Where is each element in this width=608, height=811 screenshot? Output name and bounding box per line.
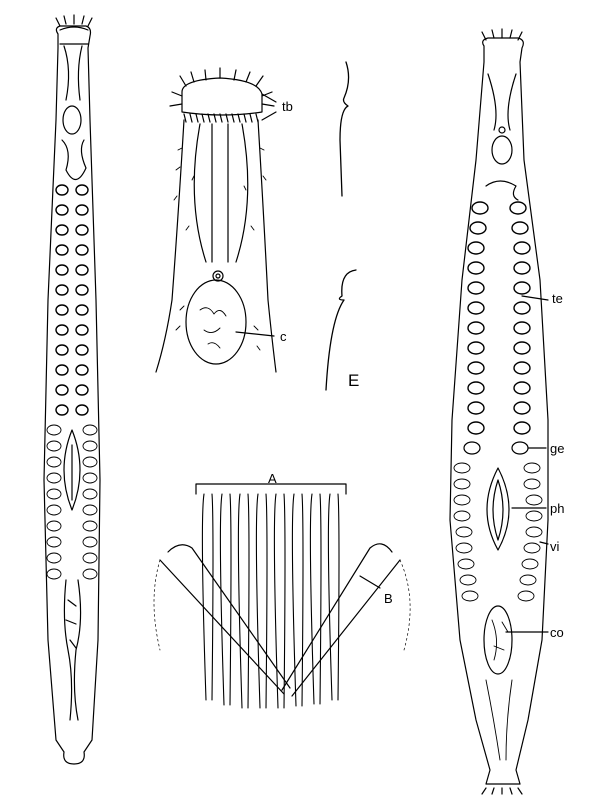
right-testes bbox=[467, 201, 531, 435]
right-body-figure bbox=[449, 28, 549, 795]
right-germarium-right bbox=[511, 441, 529, 455]
label-A: A bbox=[268, 471, 277, 486]
head-body-outline bbox=[155, 119, 277, 373]
right-pharynx bbox=[486, 467, 510, 551]
bracket-A bbox=[195, 483, 347, 495]
B-pointer bbox=[359, 575, 381, 589]
label-co: co bbox=[550, 625, 564, 640]
left-testes bbox=[55, 184, 89, 416]
label-ph: ph bbox=[550, 501, 565, 516]
c-pointer bbox=[235, 331, 275, 337]
head-cap bbox=[181, 77, 263, 116]
right-vitellaria bbox=[453, 462, 543, 602]
label-B: B bbox=[384, 591, 393, 606]
right-germarium-left bbox=[463, 441, 481, 455]
tb-pointer bbox=[261, 93, 277, 121]
spine-bundle bbox=[153, 483, 411, 709]
left-vitellaria bbox=[46, 424, 98, 580]
head-eye bbox=[212, 270, 224, 282]
label-vi: vi bbox=[550, 539, 560, 554]
label-ge: ge bbox=[550, 441, 565, 456]
right-copulatory-organ bbox=[483, 605, 513, 675]
spine-B-right bbox=[281, 543, 401, 697]
left-copulatory-organ bbox=[63, 579, 82, 721]
te-pointer bbox=[521, 295, 549, 301]
vi-pointer bbox=[539, 541, 549, 545]
label-tb: tb bbox=[282, 99, 293, 114]
right-anterior-oval bbox=[491, 135, 513, 165]
left-head bbox=[59, 26, 89, 45]
left-anterior-oval bbox=[62, 105, 82, 135]
hook-lower bbox=[325, 269, 357, 391]
right-body-outline bbox=[449, 37, 549, 785]
spine-B-left bbox=[159, 544, 291, 695]
hook-details bbox=[325, 61, 357, 391]
left-body-figure bbox=[43, 14, 101, 765]
label-E: E bbox=[348, 371, 360, 390]
head-organ-c bbox=[185, 279, 247, 365]
label-c: c bbox=[280, 329, 287, 344]
left-body-outline bbox=[43, 25, 101, 765]
hook-upper bbox=[339, 61, 350, 197]
right-anterior-pharynx bbox=[487, 73, 517, 131]
left-pharynx bbox=[63, 429, 81, 511]
label-te: te bbox=[552, 291, 563, 306]
head-detail-figure bbox=[155, 67, 277, 373]
